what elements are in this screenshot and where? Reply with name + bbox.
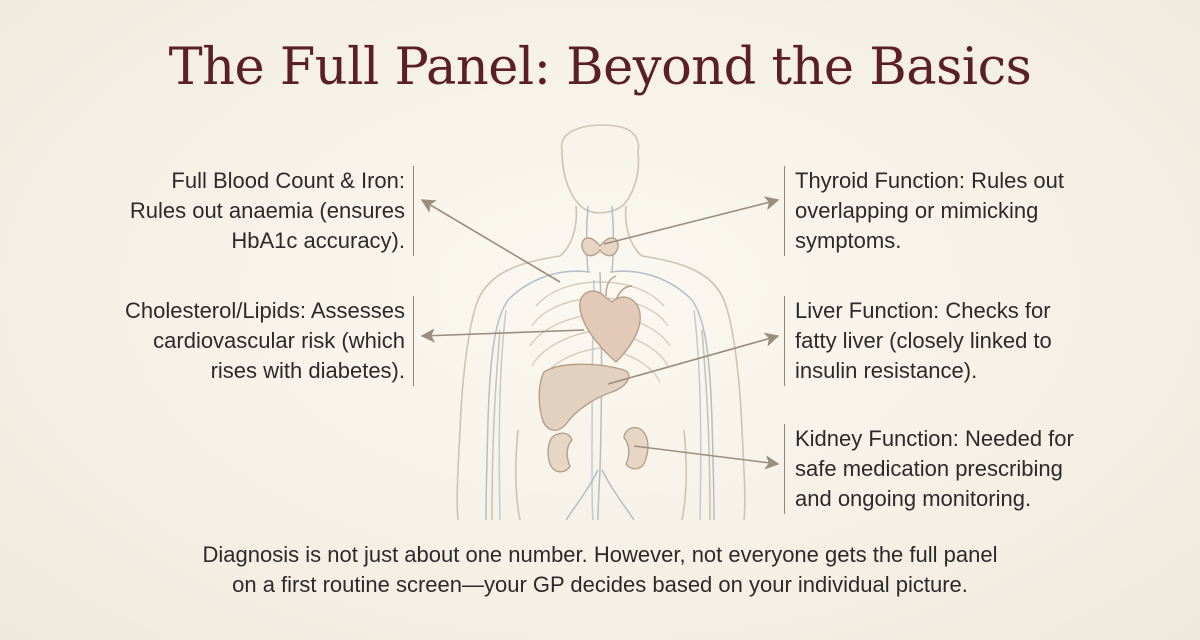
arrow-liver — [607, 332, 780, 385]
head-outline — [560, 124, 640, 214]
callout-line: overlapping or mimicking — [795, 198, 1039, 223]
callout-kidney: Kidney Function: Needed for safe medicat… — [784, 424, 1074, 514]
arrow-full-blood-count — [420, 199, 561, 283]
arrow-cholesterol — [420, 328, 585, 343]
callout-line: fatty liver (closely linked to — [795, 328, 1052, 353]
liver-icon — [538, 363, 630, 431]
callout-line: rises with diabetes). — [210, 358, 405, 383]
page-title: The Full Panel: Beyond the Basics — [168, 38, 1032, 97]
callout-line: Cholesterol/Lipids: Assesses — [124, 298, 405, 323]
arrow-thyroid — [603, 196, 780, 245]
callout-line: Full Blood Count & Iron: — [171, 168, 405, 193]
arrow-kidney — [633, 445, 780, 470]
callout-line: cardiovascular risk (which — [153, 328, 405, 353]
thyroid-icon — [581, 237, 619, 257]
arm-inner-left — [491, 329, 501, 521]
iliac-right — [601, 469, 635, 521]
kidney-right-icon — [623, 426, 649, 470]
callout-full-blood-count: Full Blood Count & Iron: Rules out anaem… — [130, 166, 414, 256]
subclavian-left — [485, 270, 591, 521]
callout-cholesterol: Cholesterol/Lipids: Assesses cardiovascu… — [125, 296, 414, 386]
callout-line: symptoms. — [795, 228, 902, 253]
callout-thyroid: Thyroid Function: Rules out overlapping … — [784, 166, 1064, 256]
iliac-left — [565, 469, 599, 521]
callout-line: Rules out anaemia (ensures — [129, 198, 405, 223]
callout-line: HbA1c accuracy). — [231, 228, 405, 253]
arm-vessel-right — [693, 309, 702, 521]
blood-vessels — [485, 205, 715, 521]
callout-line: Liver Function: Checks for — [795, 298, 1051, 323]
neck-outline — [559, 205, 643, 257]
subclavian-right — [609, 270, 715, 521]
callout-arrows — [420, 196, 780, 470]
heart-vessels — [605, 275, 633, 301]
waist-outline — [515, 429, 687, 521]
organs — [538, 237, 649, 473]
footer-line: on a first routine screen—your GP decide… — [232, 572, 968, 597]
callout-liver: Liver Function: Checks for fatty liver (… — [784, 296, 1052, 386]
callout-line: and ongoing monitoring. — [795, 486, 1032, 511]
body-outline — [456, 124, 746, 521]
callout-line: safe medication prescribing — [795, 456, 1063, 481]
callout-line: Thyroid Function: Rules out — [795, 168, 1065, 193]
torso-outline — [456, 255, 746, 521]
kidney-left-icon — [547, 432, 573, 473]
footer-line: Diagnosis is not just about one number. … — [202, 542, 998, 567]
heart-icon — [579, 290, 641, 363]
arm-inner-right — [701, 329, 711, 521]
callout-line: Kidney Function: Needed for — [795, 426, 1074, 451]
callout-line: insulin resistance). — [795, 358, 978, 383]
arm-vessel-left — [498, 309, 507, 521]
footer-note: Diagnosis is not just about one number. … — [0, 540, 1200, 600]
